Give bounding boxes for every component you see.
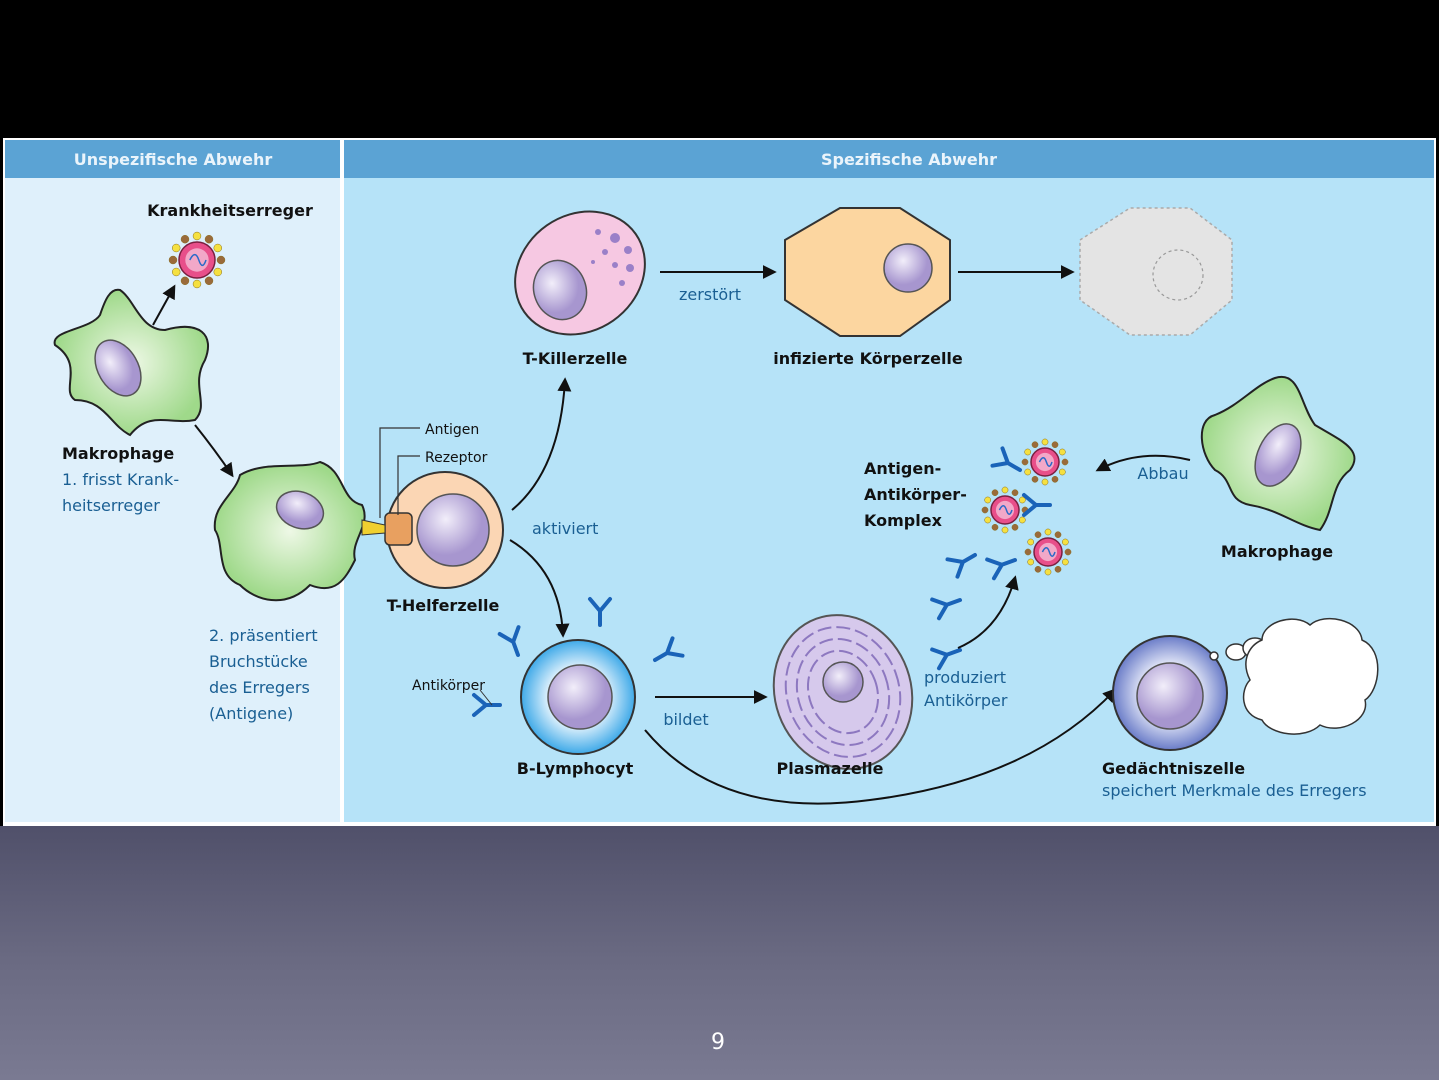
label-produziert-2: Antikörper	[924, 691, 1008, 710]
label-aktiviert: aktiviert	[532, 519, 598, 538]
left-header-band	[5, 140, 340, 178]
antibody-icon	[497, 625, 521, 657]
label-antigen: Antigen	[425, 422, 479, 438]
label-t-killerzelle: T-Killerzelle	[523, 349, 628, 368]
virus-icon	[981, 486, 1029, 534]
arrow-to-presenting-macrophage	[194, 424, 234, 478]
b-lymphocyte-cell	[520, 639, 636, 755]
label-antikoerper: Antikörper	[412, 678, 485, 694]
presenting-macrophage-cell	[213, 460, 366, 602]
label-zerstoert: zerstört	[679, 285, 741, 304]
header-unspezifisch: Unspezifische Abwehr	[74, 150, 273, 169]
label-praesentiert-1: 2. präsentiert	[209, 626, 318, 645]
antibody-icon	[945, 553, 977, 579]
header-spezifisch: Spezifische Abwehr	[821, 150, 997, 169]
antikoerper-leader	[479, 689, 493, 706]
macrophage-cell-right	[1200, 375, 1356, 532]
label-komplex-1: Antigen-	[864, 459, 941, 478]
label-gedaechtniszelle: Gedächtniszelle	[1102, 759, 1245, 778]
label-komplex-2: Antikörper-	[864, 485, 967, 504]
antibody-icon	[653, 636, 685, 662]
antibody-icon	[930, 597, 962, 621]
antibody-icon	[588, 597, 612, 627]
label-rezeptor: Rezeptor	[425, 450, 488, 466]
label-frisst-1: 1. frisst Krank-	[62, 470, 179, 489]
label-komplex-3: Komplex	[864, 511, 943, 530]
arrow-to-complex	[957, 575, 1019, 649]
antibody-icon	[990, 446, 1022, 472]
label-praesentiert-2: Bruchstücke	[209, 652, 308, 671]
antibody-icon	[930, 647, 962, 671]
label-abbau: Abbau	[1137, 464, 1188, 483]
macrophage-cell-left	[53, 288, 210, 437]
arrow-to-memory-cell	[644, 687, 1117, 805]
t-killer-cell	[514, 210, 646, 336]
infected-body-cell	[784, 207, 951, 337]
antibody-icon	[472, 693, 502, 717]
label-frisst-2: heitserreger	[62, 496, 160, 515]
memory-cell	[1112, 635, 1228, 751]
receptor-shape	[384, 512, 413, 546]
plasma-cell	[772, 614, 914, 770]
virus-icon	[1021, 438, 1069, 486]
label-makrophage-left: Makrophage	[62, 444, 174, 463]
virus-icon	[1024, 528, 1072, 576]
destroyed-cell	[1079, 207, 1233, 336]
arrow-abbau	[1095, 454, 1191, 472]
antigen-receptor-leader-lines	[379, 427, 420, 518]
thought-bubble	[1209, 617, 1379, 735]
label-krankheitserreger: Krankheitserreger	[147, 201, 313, 220]
arrow-to-pathogen	[152, 284, 176, 326]
label-produziert-1: produziert	[924, 668, 1006, 687]
arrow-to-t-killer	[511, 377, 572, 511]
label-makrophage-right: Makrophage	[1221, 542, 1333, 561]
virus-icon	[168, 231, 226, 289]
right-header-band	[344, 140, 1434, 178]
antibodies	[472, 446, 1052, 717]
label-t-helferzelle: T-Helferzelle	[387, 596, 500, 615]
antigen-shape	[361, 519, 386, 536]
t-helper-cell	[361, 471, 504, 589]
label-praesentiert-4: (Antigene)	[209, 704, 293, 723]
label-plasmazelle: Plasmazelle	[777, 759, 884, 778]
label-infizierte-koerperzelle: infizierte Körperzelle	[773, 349, 963, 368]
antibody-icon	[1022, 493, 1052, 517]
label-bildet: bildet	[663, 710, 708, 729]
antibody-icon	[985, 557, 1017, 581]
arrow-to-b-lymphocyte	[509, 539, 570, 638]
label-praesentiert-3: des Erregers	[209, 678, 310, 697]
label-gedaechtnis-desc: speichert Merkmale des Erregers	[1102, 781, 1367, 800]
label-b-lymphocyt: B-Lymphocyt	[517, 759, 634, 778]
slide-page-number: 9	[711, 1030, 725, 1055]
